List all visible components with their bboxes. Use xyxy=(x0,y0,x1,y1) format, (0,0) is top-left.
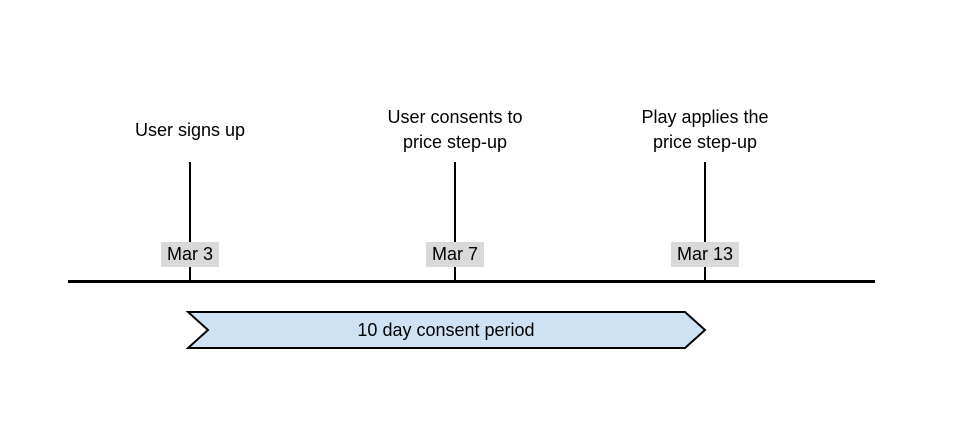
consent-period-banner-label: 10 day consent period xyxy=(357,319,535,340)
timeline-event-apply: Play applies the price step-up Mar 13 xyxy=(585,102,825,283)
consent-period-banner-shape xyxy=(186,311,707,349)
timeline-event-consent: User consents to price step-up Mar 7 xyxy=(335,102,575,283)
event-date-chip: Mar 3 xyxy=(160,242,220,267)
timeline-axis-line xyxy=(68,280,875,283)
event-tick-line xyxy=(454,162,456,283)
event-tick-line xyxy=(189,162,191,283)
event-date-chip: Mar 7 xyxy=(425,242,485,267)
event-tick-line xyxy=(704,162,706,283)
event-date-chip: Mar 13 xyxy=(670,242,740,267)
event-label: Play applies the price step-up xyxy=(641,107,769,152)
event-label: User signs up xyxy=(134,119,246,140)
timeline-event-signup: User signs up Mar 3 xyxy=(70,102,310,283)
event-label: User consents to price step-up xyxy=(387,107,523,152)
